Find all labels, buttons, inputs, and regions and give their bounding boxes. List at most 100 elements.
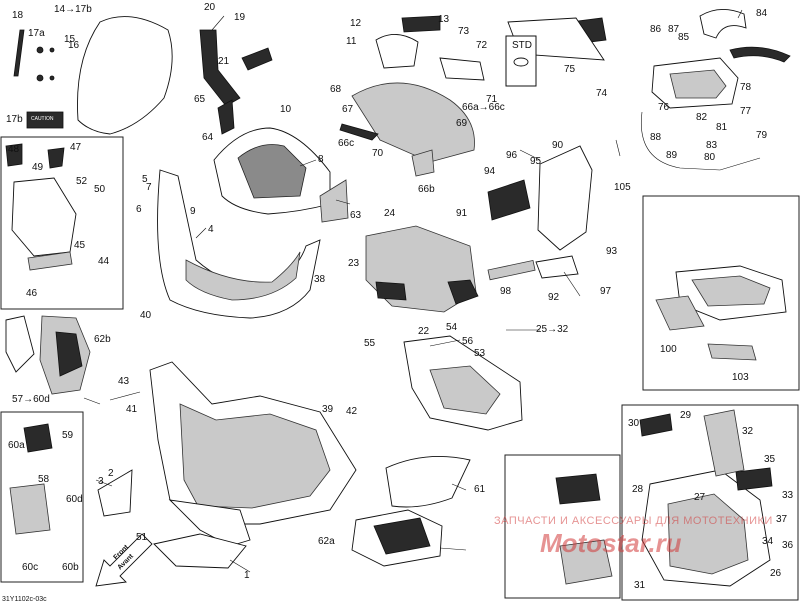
mirror-left-part <box>199 29 241 107</box>
callout-43: 43 <box>118 376 130 387</box>
callout-84: 84 <box>756 8 768 19</box>
callout-60d: 60d <box>66 494 83 505</box>
inset-left-bottom-frame <box>0 411 84 583</box>
light-59-left-part <box>23 423 53 453</box>
callout-75: 75 <box>564 64 576 75</box>
callout-27: 27 <box>694 492 706 503</box>
watermark-text: ЗАПЧАСТИ И АКСЕССУАРЫ ДЛЯ МОТОТЕХНИКИ <box>494 515 773 527</box>
callout-33: 33 <box>782 490 794 501</box>
light-assembly-part <box>351 509 443 567</box>
bracket-92-part <box>535 255 579 279</box>
callout-70: 70 <box>372 148 384 159</box>
bracket-66b-part <box>411 149 435 177</box>
callout-81: 81 <box>716 122 728 133</box>
callout-23: 23 <box>348 258 360 269</box>
callout-60c: 60c <box>22 562 38 573</box>
lower-center-bracket-part <box>403 335 523 431</box>
callout-60a: 60a <box>8 440 25 451</box>
bracket-29-part <box>639 413 673 437</box>
callout-85: 85 <box>678 32 690 43</box>
callout-59: 59 <box>62 430 74 441</box>
callout-44: 44 <box>98 256 110 267</box>
lower-frame-part <box>149 361 357 547</box>
inset-right-top-frame <box>642 195 800 391</box>
lower-skirt-part <box>153 533 247 569</box>
callout-8: 8 <box>318 154 324 165</box>
callout-10: 10 <box>280 104 292 115</box>
callout-105: 105 <box>614 182 631 193</box>
callout-57-60d: 57→60d <box>12 394 50 405</box>
headlight-assembly-part <box>641 469 771 587</box>
callout-17a: 17a <box>28 28 45 39</box>
callout-4: 4 <box>208 224 214 235</box>
callout-56: 56 <box>462 336 474 347</box>
callout-60b: 60b <box>62 562 79 573</box>
callout-68: 68 <box>330 84 342 95</box>
trim-strip-part <box>339 123 379 141</box>
bracket-34-part <box>735 467 773 491</box>
callout-50: 50 <box>94 184 106 195</box>
grille-91-part <box>487 179 531 221</box>
callout-82: 82 <box>696 112 708 123</box>
inset-dash-part <box>675 265 787 321</box>
callout-77: 77 <box>740 106 752 117</box>
trim-85-part <box>729 46 791 63</box>
callout-78: 78 <box>740 82 752 93</box>
watermark-logo: Motostar.ru <box>540 528 682 558</box>
callout-37: 37 <box>776 514 788 525</box>
callout-41: 41 <box>126 404 138 415</box>
callout-66c: 66c <box>338 138 354 149</box>
callout-49: 49 <box>32 162 44 173</box>
callout-2: 2 <box>108 468 114 479</box>
callout-52: 52 <box>76 176 88 187</box>
callout-67: 67 <box>342 104 354 115</box>
callout-71: 71 <box>486 94 498 105</box>
callout-74: 74 <box>596 88 608 99</box>
caution-label: CAUTION <box>31 116 54 122</box>
callout-6: 6 <box>136 204 142 215</box>
callout-40: 40 <box>140 310 152 321</box>
callout-20: 20 <box>204 2 216 13</box>
light-58-left-part <box>9 483 51 535</box>
mirror-assembly-part <box>39 315 91 395</box>
cable-88 <box>641 111 761 171</box>
callout-91: 91 <box>456 208 468 219</box>
callout-93: 93 <box>606 246 618 257</box>
inset-center-bottom-frame <box>504 454 621 599</box>
callout-5: 5 <box>142 174 148 185</box>
callout-9: 9 <box>190 206 196 217</box>
callout-31: 31 <box>634 580 646 591</box>
callout-22: 22 <box>418 326 430 337</box>
callout-61: 61 <box>474 484 486 495</box>
callout-35: 35 <box>764 454 776 465</box>
callout-30: 30 <box>628 418 640 429</box>
callout-16: 16 <box>68 40 80 51</box>
upper-nose-part <box>213 127 331 215</box>
dash-cluster-part <box>651 57 739 109</box>
callout-36: 36 <box>782 540 794 551</box>
leader-lines <box>83 9 743 573</box>
callout-95: 95 <box>530 156 542 167</box>
callout-64: 64 <box>202 132 214 143</box>
callout-25-32: 25→32 <box>536 324 569 335</box>
callout-94: 94 <box>484 166 496 177</box>
callout-51: 51 <box>136 532 148 543</box>
callout-45: 45 <box>74 240 86 251</box>
callout-32: 32 <box>742 426 754 437</box>
inset-frame-part <box>11 177 77 257</box>
callout-12: 12 <box>350 18 362 29</box>
callout-13: 13 <box>438 14 450 25</box>
callout-1: 1 <box>244 570 250 581</box>
inset-left-frame <box>0 136 124 310</box>
callout-72: 72 <box>476 40 488 51</box>
bracket-100-part <box>655 295 705 331</box>
center-subframe-part <box>365 225 479 313</box>
callout-73: 73 <box>458 26 470 37</box>
callout-92: 92 <box>548 292 560 303</box>
callout-58: 58 <box>38 474 50 485</box>
callout-103: 103 <box>732 372 749 383</box>
pad-45-part <box>27 251 73 271</box>
callout-79: 79 <box>756 130 768 141</box>
